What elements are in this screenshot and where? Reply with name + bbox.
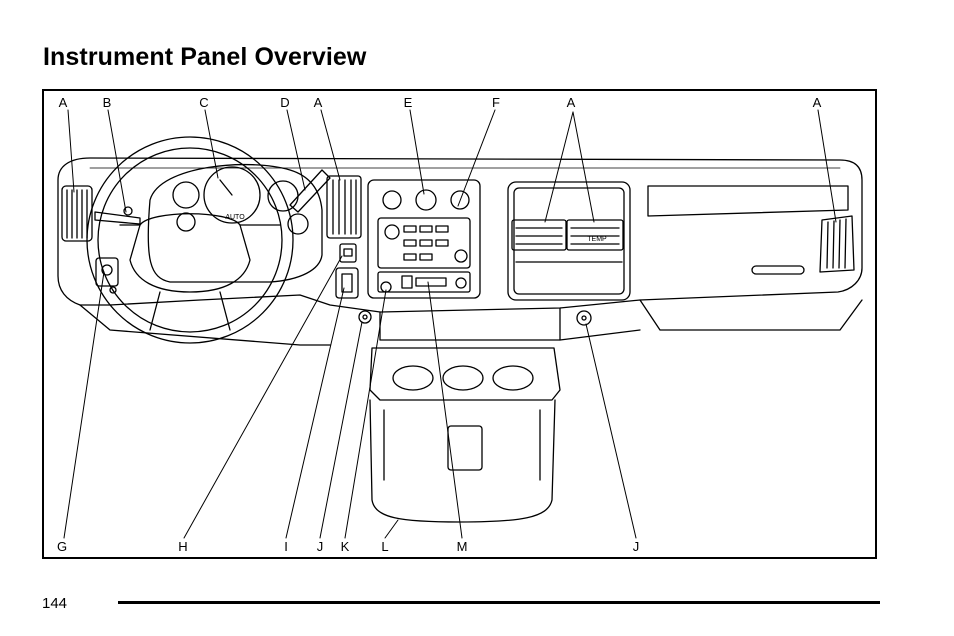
glovebox	[647, 185, 849, 275]
air-vent-center-left	[326, 175, 362, 239]
page-title: Instrument Panel Overview	[43, 43, 367, 71]
page-number: 144	[42, 595, 68, 612]
temp-stamp: TEMP	[587, 236, 607, 243]
callout-j-2: J	[632, 539, 640, 554]
callout-a-top-1: A	[58, 95, 68, 110]
instrument-panel-figure	[42, 89, 877, 559]
instrument-cluster	[147, 163, 323, 283]
steering-wheel	[86, 136, 294, 344]
callout-a-top-2: A	[313, 95, 323, 110]
callout-f: F	[492, 95, 500, 110]
callout-k: K	[340, 539, 350, 554]
footer-rule	[118, 601, 880, 604]
air-vent-right	[819, 215, 855, 273]
callout-i: I	[284, 539, 288, 554]
callout-a-top-4: A	[812, 95, 822, 110]
shift-lever	[289, 169, 331, 213]
center-panel	[507, 181, 631, 301]
callout-g: G	[56, 539, 68, 554]
callout-c: C	[199, 95, 209, 110]
switch-h	[339, 243, 357, 263]
power-outlet-right	[576, 310, 592, 326]
center-console	[369, 347, 561, 523]
callout-l: L	[381, 539, 389, 554]
headlamp-switch	[95, 257, 119, 294]
callout-b: B	[102, 95, 112, 110]
callout-m: M	[456, 539, 468, 554]
center-stack	[367, 179, 481, 299]
callout-a-top-3: A	[566, 95, 576, 110]
callout-e: E	[403, 95, 413, 110]
switch-i	[335, 267, 359, 299]
power-outlet-left	[358, 310, 372, 324]
callout-d: D	[280, 95, 290, 110]
auto-stamp: AUTO	[225, 214, 245, 221]
turn-signal-lever	[94, 206, 141, 225]
callout-j-1: J	[316, 539, 324, 554]
air-vent-center-pair	[511, 219, 624, 251]
callout-leaders	[63, 109, 837, 539]
callout-h: H	[178, 539, 188, 554]
